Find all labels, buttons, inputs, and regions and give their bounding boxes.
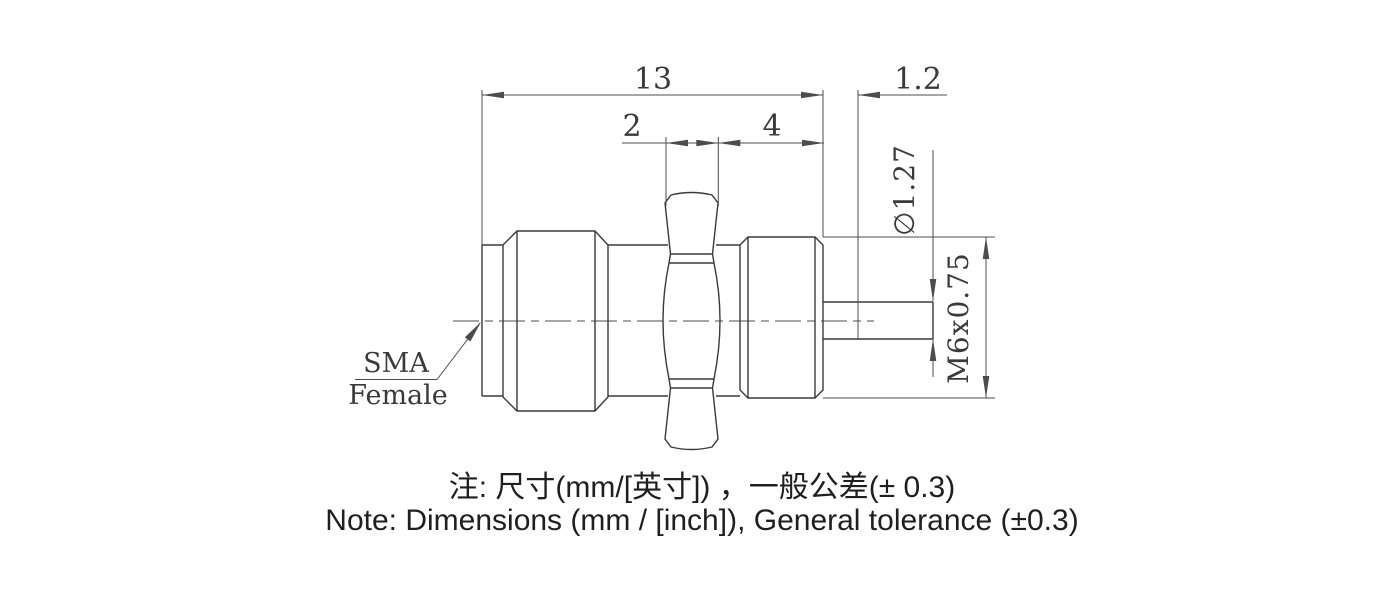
arrowhead-right-icon bbox=[801, 91, 823, 99]
arrowhead-right-icon bbox=[802, 139, 824, 147]
dimension-thread-length: 4 bbox=[718, 109, 824, 147]
dimension-hex-width: 2 bbox=[622, 109, 719, 206]
contact-pin bbox=[823, 301, 934, 340]
hex-nut bbox=[662, 191, 721, 451]
dimension-thread-spec: M6x0.75 bbox=[823, 236, 995, 399]
dimension-pin-diameter-label: ∅1.27 bbox=[888, 144, 921, 236]
front-cylinder bbox=[481, 244, 503, 397]
note-chinese: 注: 尺寸(mm/[英寸]) ，一般公差(± 0.3) bbox=[449, 471, 955, 504]
dimension-thread-length-label: 4 bbox=[762, 109, 781, 144]
part-label-leader: SMA Female bbox=[348, 322, 481, 411]
arrowhead-down-icon bbox=[982, 376, 990, 398]
part-label-line1: SMA bbox=[363, 348, 429, 379]
arrowhead-right-icon bbox=[696, 139, 719, 147]
threaded-body-outline bbox=[739, 236, 824, 399]
dimension-rear-protrusion: 1.2 bbox=[857, 62, 947, 339]
connector-body bbox=[481, 191, 934, 451]
note-english: Note: Dimensions (mm / [inch]), General … bbox=[325, 504, 1078, 537]
arrowhead-up-icon bbox=[982, 237, 990, 259]
coupling-nut-outline bbox=[502, 230, 609, 412]
dimension-overall-length: 13 bbox=[481, 62, 824, 245]
arrowhead-left-icon bbox=[482, 91, 504, 99]
notes: 注: 尺寸(mm/[英寸]) ，一般公差(± 0.3) Note: Dimens… bbox=[325, 471, 1078, 537]
dimension-hex-width-label: 2 bbox=[622, 109, 641, 144]
arrowhead-up-icon bbox=[929, 339, 937, 361]
part-label-line2: Female bbox=[348, 380, 448, 411]
dimension-rear-protrusion-label: 1.2 bbox=[894, 62, 942, 97]
barrel-front bbox=[608, 244, 668, 397]
arrowhead-left-icon bbox=[666, 139, 688, 147]
hex-nut-outline bbox=[662, 191, 721, 451]
arrowhead-left-icon bbox=[718, 139, 741, 147]
leader-arrowhead-icon bbox=[464, 322, 481, 342]
dimension-pin-diameter: ∅1.27 bbox=[888, 144, 937, 377]
barrel-rear bbox=[716, 244, 740, 397]
threaded-body bbox=[739, 236, 824, 399]
coupling-nut bbox=[502, 230, 609, 412]
dimension-overall-length-label: 13 bbox=[634, 62, 672, 97]
dimension-thread-spec-label: M6x0.75 bbox=[942, 252, 975, 384]
arrowhead-down-icon bbox=[929, 279, 937, 301]
arrowhead-left-icon bbox=[858, 91, 880, 99]
